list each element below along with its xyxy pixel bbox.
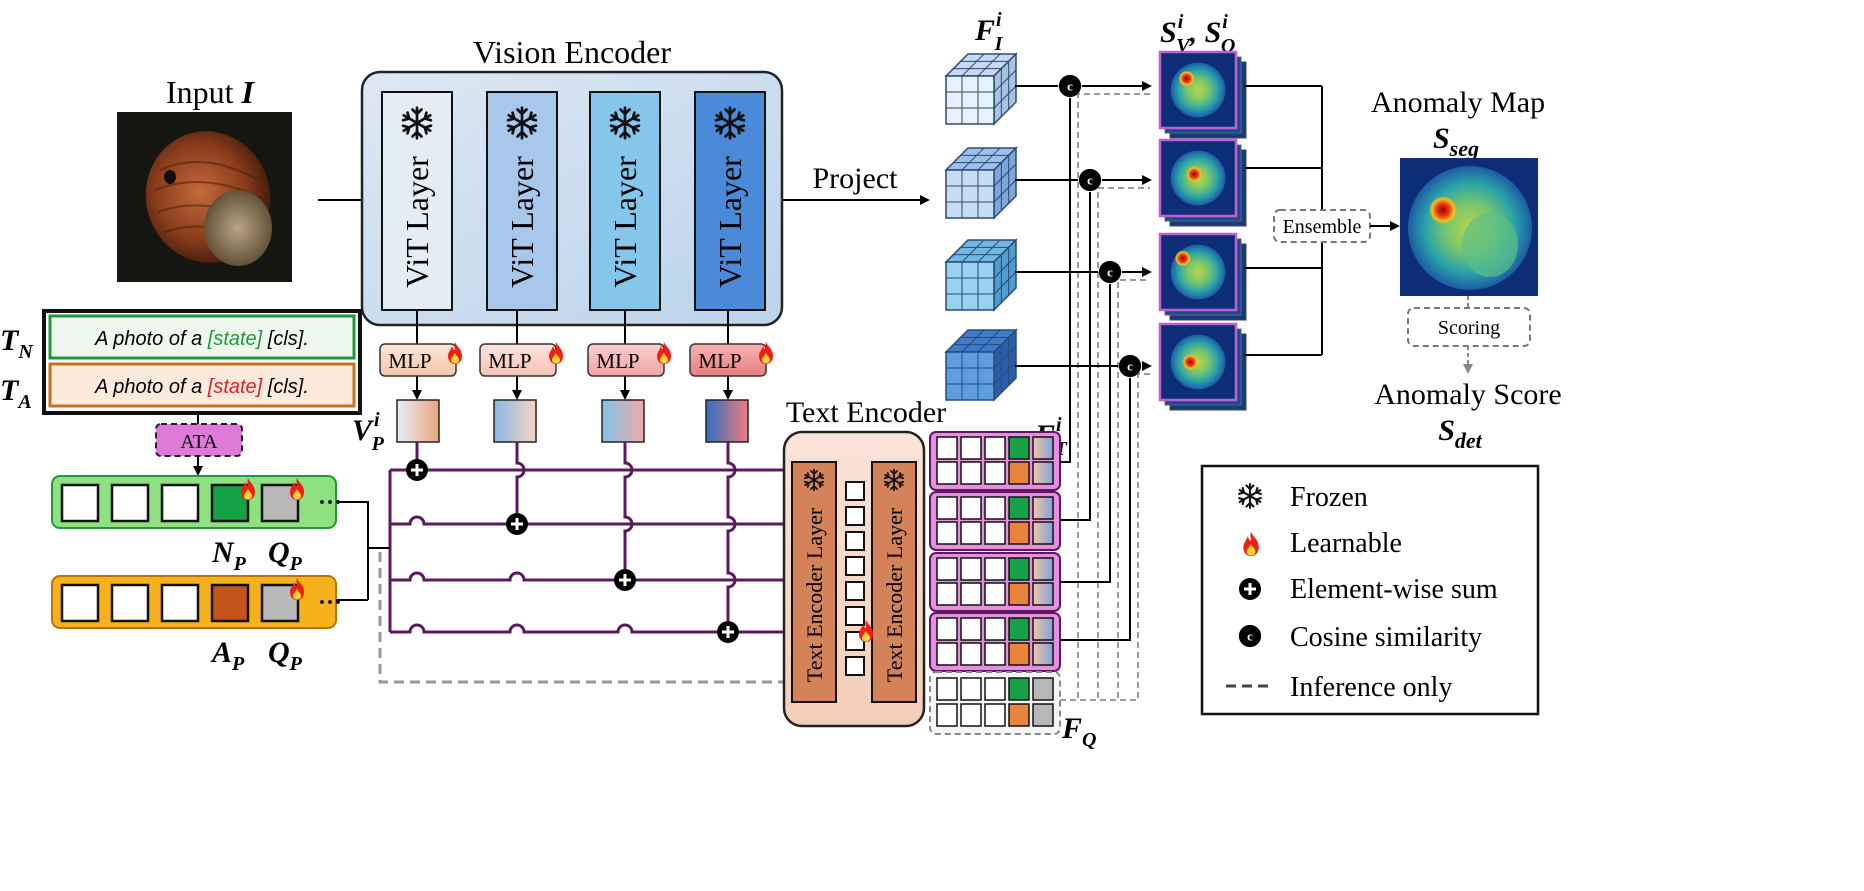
qp-label-normal: QP	[268, 536, 303, 575]
text-feature-group	[929, 491, 1061, 551]
vit-layer-3: ViT Layer	[589, 91, 661, 311]
anomaly-map-title: Anomaly Map	[1371, 86, 1545, 119]
sum-icon	[1238, 577, 1262, 601]
input-image	[117, 112, 292, 282]
project-label: Project	[813, 162, 899, 195]
vp-box-2	[493, 399, 537, 443]
vit-layer-4: ViT Layer	[694, 91, 766, 311]
normal-learnable-prompt: ···	[51, 475, 342, 529]
sum-icon	[405, 458, 429, 482]
similarity-heatmaps	[1158, 50, 1247, 411]
vision-encoder-title: Vision Encoder	[473, 34, 671, 70]
sum-icon	[613, 568, 637, 592]
cosine-icon	[1098, 260, 1122, 284]
prompt-lines	[388, 442, 784, 634]
vit-layer-label: ViT Layer	[399, 156, 435, 288]
legend-learnable: Learnable	[1290, 528, 1402, 559]
scoring-label: Scoring	[1438, 317, 1500, 339]
text-encoder-title: Text Encoder	[786, 396, 946, 429]
feature-cube	[944, 238, 1018, 312]
qp-label-abnormal: QP	[268, 636, 303, 675]
sum-icon	[716, 620, 740, 644]
cosine-icon	[1238, 624, 1262, 648]
cosine-icon	[1078, 168, 1102, 192]
ellipsis: ···	[318, 590, 342, 616]
mlp-label: MLP	[388, 349, 431, 373]
mlp-block-2: MLP	[479, 310, 563, 400]
scoring-box	[1407, 307, 1531, 347]
mlp-label: MLP	[488, 349, 531, 373]
heatmap-stack	[1158, 232, 1247, 321]
legend-cosine: Cosine similarity	[1290, 622, 1482, 653]
image-feature-cubes	[944, 52, 1018, 402]
heatmap-stack	[1158, 50, 1247, 139]
ta-label: TA	[0, 374, 32, 413]
abnormal-learnable-prompt: ···	[51, 575, 342, 629]
anomaly-map-image	[1400, 158, 1538, 296]
similarity-connections	[1015, 74, 1152, 701]
abnormal-prompt-text: A photo of a [state] [cls].	[94, 376, 309, 398]
cosine-icon	[1058, 74, 1082, 98]
prompt-merge-lines	[336, 501, 390, 601]
tn-label: TN	[0, 324, 34, 363]
legend-sum: Element-wise sum	[1290, 574, 1498, 605]
legend-inference: Inference only	[1290, 672, 1452, 703]
vit-layer-label: ViT Layer	[712, 156, 748, 288]
cosine-icon	[1118, 354, 1142, 378]
feature-cube	[944, 328, 1018, 402]
heatmap-stack	[1158, 138, 1247, 227]
mlp-label: MLP	[698, 349, 741, 373]
vit-layer-1: ViT Layer	[381, 91, 453, 311]
mlp-block-4: MLP	[689, 310, 773, 400]
anomaly-map-var: Sseg	[1433, 122, 1479, 161]
mlp-block-1: MLP	[379, 310, 462, 400]
legend: Frozen Learnable Element-wise sum Cosine…	[1200, 464, 1540, 716]
text-encoder-layer-2: Text Encoder Layer	[871, 461, 917, 703]
vp-box-3	[601, 399, 645, 443]
anomaly-score-title: Anomaly Score	[1374, 378, 1561, 411]
ap-label: AP	[210, 636, 245, 675]
input-label: Input I	[166, 74, 256, 110]
text-feature-groups	[929, 431, 1061, 672]
fq-label: FQ	[1061, 712, 1096, 751]
vit-layer-2: ViT Layer	[486, 91, 558, 311]
mlp-label: MLP	[596, 349, 639, 373]
text-encoder-layer-label: Text Encoder Layer	[802, 507, 827, 682]
vp-box-1	[396, 399, 440, 443]
vp-box-4	[705, 399, 749, 443]
text-feature-group	[929, 612, 1061, 672]
text-token-column	[845, 481, 865, 676]
feature-cube	[944, 146, 1018, 220]
sum-icon	[505, 512, 529, 536]
text-encoder-layer-label: Text Encoder Layer	[882, 507, 907, 682]
ensemble-merge-lines	[1244, 85, 1323, 356]
normal-prompt-text: A photo of a [state] [cls].	[94, 328, 309, 350]
text-feature-group	[929, 552, 1061, 612]
ensemble-label: Ensemble	[1283, 216, 1362, 238]
ata-label: ATA	[180, 431, 218, 453]
text-encoder-layer-1: Text Encoder Layer	[791, 461, 837, 703]
prompt-template-box: A photo of a [state] [cls]. A photo of a…	[42, 309, 362, 415]
fq-group	[929, 671, 1061, 735]
mlp-block-3: MLP	[587, 310, 671, 400]
legend-frozen: Frozen	[1290, 482, 1368, 513]
vision-encoder-box	[360, 70, 784, 327]
text-feature-group	[929, 431, 1061, 491]
np-label: NP	[211, 536, 247, 575]
anomaly-score-var: Sdet	[1438, 414, 1482, 453]
vit-layer-label: ViT Layer	[504, 156, 540, 288]
feature-cube	[944, 52, 1018, 126]
heatmap-stack	[1158, 322, 1247, 411]
vit-layer-label: ViT Layer	[607, 156, 643, 288]
